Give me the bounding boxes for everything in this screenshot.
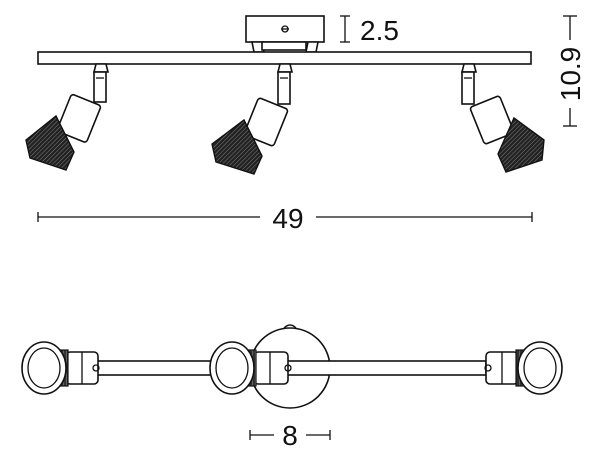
spot-head-left	[21, 341, 100, 395]
dimension-mount-height: 2.5	[340, 15, 399, 46]
spotlight-left	[25, 63, 110, 171]
spotlight-center	[211, 63, 294, 175]
spot-head-center	[209, 341, 292, 395]
mount-height-label: 2.5	[360, 15, 399, 46]
total-height-label: 10.9	[555, 47, 586, 102]
front-view: 2.5 10.9 49	[25, 15, 586, 234]
track-bar	[37, 51, 532, 65]
ceiling-mount	[245, 15, 325, 53]
spot-head-right	[484, 341, 563, 395]
total-width-label: 49	[272, 203, 303, 234]
dimension-base-diameter: 8	[249, 420, 331, 451]
dimension-total-height: 10.9	[555, 15, 586, 127]
spotlight-right	[460, 63, 545, 173]
top-view: 8	[21, 324, 563, 451]
dimension-total-width: 49	[37, 203, 533, 234]
base-diameter-label: 8	[282, 420, 298, 451]
